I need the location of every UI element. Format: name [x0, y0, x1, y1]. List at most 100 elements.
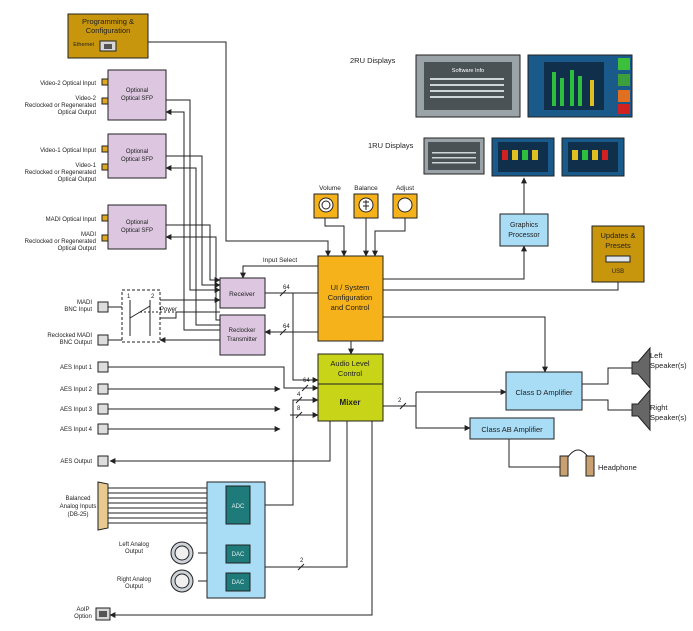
svg-text:Video-2 Optical Input: Video-2 Optical Input — [40, 81, 96, 87]
sfp-video1: Optional Optical SFP — [101, 133, 167, 179]
svg-text:AoIP: AoIP — [76, 607, 89, 613]
mixer-block: Mixer — [317, 383, 384, 422]
svg-text:MADI: MADI — [77, 300, 92, 306]
svg-text:8: 8 — [297, 406, 301, 412]
svg-text:64: 64 — [303, 378, 310, 384]
graphics-processor-block: Graphics Processor — [499, 213, 549, 247]
svg-text:Receiver: Receiver — [229, 291, 255, 298]
svg-text:Optional: Optional — [126, 149, 148, 155]
svg-text:Headphone: Headphone — [598, 463, 637, 472]
svg-text:Optical Output: Optical Output — [58, 246, 97, 252]
svg-text:Balanced: Balanced — [65, 496, 90, 502]
svg-text:Adjust: Adjust — [396, 185, 414, 192]
svg-text:Option: Option — [74, 614, 92, 620]
svg-text:Right: Right — [650, 403, 668, 412]
svg-text:Processor: Processor — [508, 232, 540, 239]
svg-text:Control: Control — [338, 369, 363, 378]
headphone: Headphone — [559, 449, 637, 477]
svg-text:Audio Level: Audio Level — [330, 359, 370, 368]
analog-io-block: ADC DAC DAC — [206, 481, 266, 599]
svg-text:Reclocked or Regenerated: Reclocked or Regenerated — [25, 103, 96, 109]
svg-text:Reclocked or Regenerated: Reclocked or Regenerated — [25, 239, 96, 245]
svg-text:Optical Output: Optical Output — [58, 110, 97, 116]
dac-left-block — [225, 544, 251, 564]
svg-text:Updates &: Updates & — [600, 231, 635, 240]
svg-text:2: 2 — [151, 294, 155, 300]
svg-text:Reclocked or Regenerated: Reclocked or Regenerated — [25, 170, 96, 176]
svg-text:and Control: and Control — [331, 303, 370, 312]
svg-text:Optical SFP: Optical SFP — [121, 157, 153, 163]
svg-text:Reclocked MADI: Reclocked MADI — [47, 333, 92, 339]
sfp-video2: Optional Optical SFP — [101, 69, 167, 121]
class-d-amplifier-block: Class D Amplifier — [505, 371, 583, 411]
displays: 2RU Displays Software Info 1RU Displays — [350, 54, 633, 177]
svg-text:Power: Power — [160, 307, 177, 313]
svg-text:Optical SFP: Optical SFP — [121, 96, 153, 102]
svg-text:Class AB Amplifier: Class AB Amplifier — [481, 425, 543, 434]
svg-text:Video-2: Video-2 — [75, 96, 96, 102]
svg-text:2: 2 — [398, 398, 402, 404]
bus-ticks — [279, 289, 407, 571]
db25-connector-icon — [97, 481, 109, 531]
receiver-block: Receiver — [219, 277, 266, 309]
svg-text:Balance: Balance — [354, 185, 378, 192]
svg-text:Right Analog: Right Analog — [117, 577, 151, 583]
svg-text:(DB-25): (DB-25) — [67, 512, 88, 518]
svg-text:AES Input 2: AES Input 2 — [60, 387, 93, 393]
svg-text:Output: Output — [125, 584, 143, 590]
input-labels: Video-2 Optical Input Video-2 Reclocked … — [25, 81, 151, 620]
svg-text:DAC: DAC — [232, 552, 245, 558]
svg-text:Video-1 Optical Input: Video-1 Optical Input — [40, 148, 96, 154]
svg-text:AES Output: AES Output — [60, 459, 92, 465]
control-knobs: Volume Balance Adjust — [313, 185, 418, 219]
svg-text:1: 1 — [127, 294, 131, 300]
svg-text:Graphics: Graphics — [510, 222, 539, 229]
wires — [107, 41, 632, 618]
speakers: Left Speaker(s) Right Speaker(s) — [631, 346, 687, 432]
svg-text:64: 64 — [283, 285, 290, 291]
right-speaker-icon — [631, 388, 651, 432]
reclocker-block: Reclocker Transmitter — [219, 314, 266, 356]
svg-text:Configuration: Configuration — [328, 293, 373, 302]
svg-text:AES Input 4: AES Input 4 — [60, 427, 93, 433]
svg-text:2: 2 — [300, 558, 304, 564]
svg-text:Left Analog: Left Analog — [119, 542, 149, 548]
adjust-knob-icon — [397, 197, 413, 213]
wire-labels: Input Select 64 64 64 4 8 2 2 — [263, 257, 402, 564]
madi-switch: 1 2 Power — [121, 289, 177, 343]
svg-text:Speaker(s): Speaker(s) — [650, 361, 687, 370]
svg-text:Optical SFP: Optical SFP — [121, 228, 153, 234]
svg-text:Transmitter: Transmitter — [227, 337, 257, 343]
programming-config-block: Programming & Configuration Ethernet — [67, 13, 149, 59]
sfp-madi: Optional Optical SFP — [101, 204, 167, 250]
svg-text:Presets: Presets — [605, 241, 631, 250]
ui-system-block: UI / System Configuration and Control — [317, 255, 384, 342]
headphone-icon — [559, 455, 569, 477]
svg-text:Ethernet: Ethernet — [73, 42, 94, 48]
svg-text:MADI Optical Input: MADI Optical Input — [46, 217, 97, 223]
svg-text:Left: Left — [650, 351, 663, 360]
volume-knob-icon — [318, 197, 334, 213]
svg-text:UI / System: UI / System — [331, 283, 370, 292]
svg-text:Analog Inputs: Analog Inputs — [60, 504, 97, 510]
svg-text:Configuration: Configuration — [86, 26, 131, 35]
connector-icons — [95, 301, 194, 621]
svg-text:Input Select: Input Select — [263, 257, 298, 264]
audio-level-block: Audio Level Control — [317, 353, 384, 385]
svg-text:BNC Input: BNC Input — [64, 307, 92, 313]
svg-text:AES Input 3: AES Input 3 — [60, 407, 93, 413]
svg-text:DAC: DAC — [232, 580, 245, 586]
svg-text:USB: USB — [612, 269, 624, 275]
updates-presets-block: Updates & Presets USB — [591, 225, 645, 283]
svg-text:AES Input 1: AES Input 1 — [60, 365, 93, 371]
svg-text:Volume: Volume — [319, 185, 341, 192]
adc-block — [225, 485, 251, 525]
class-ab-amplifier-block: Class AB Amplifier — [469, 417, 555, 440]
svg-text:Programming &: Programming & — [82, 17, 134, 26]
usb-port-icon — [605, 255, 631, 263]
svg-text:Software Info: Software Info — [452, 68, 484, 74]
svg-text:64: 64 — [283, 324, 290, 330]
svg-text:Reclocker: Reclocker — [229, 328, 256, 334]
svg-text:Output: Output — [125, 549, 143, 555]
